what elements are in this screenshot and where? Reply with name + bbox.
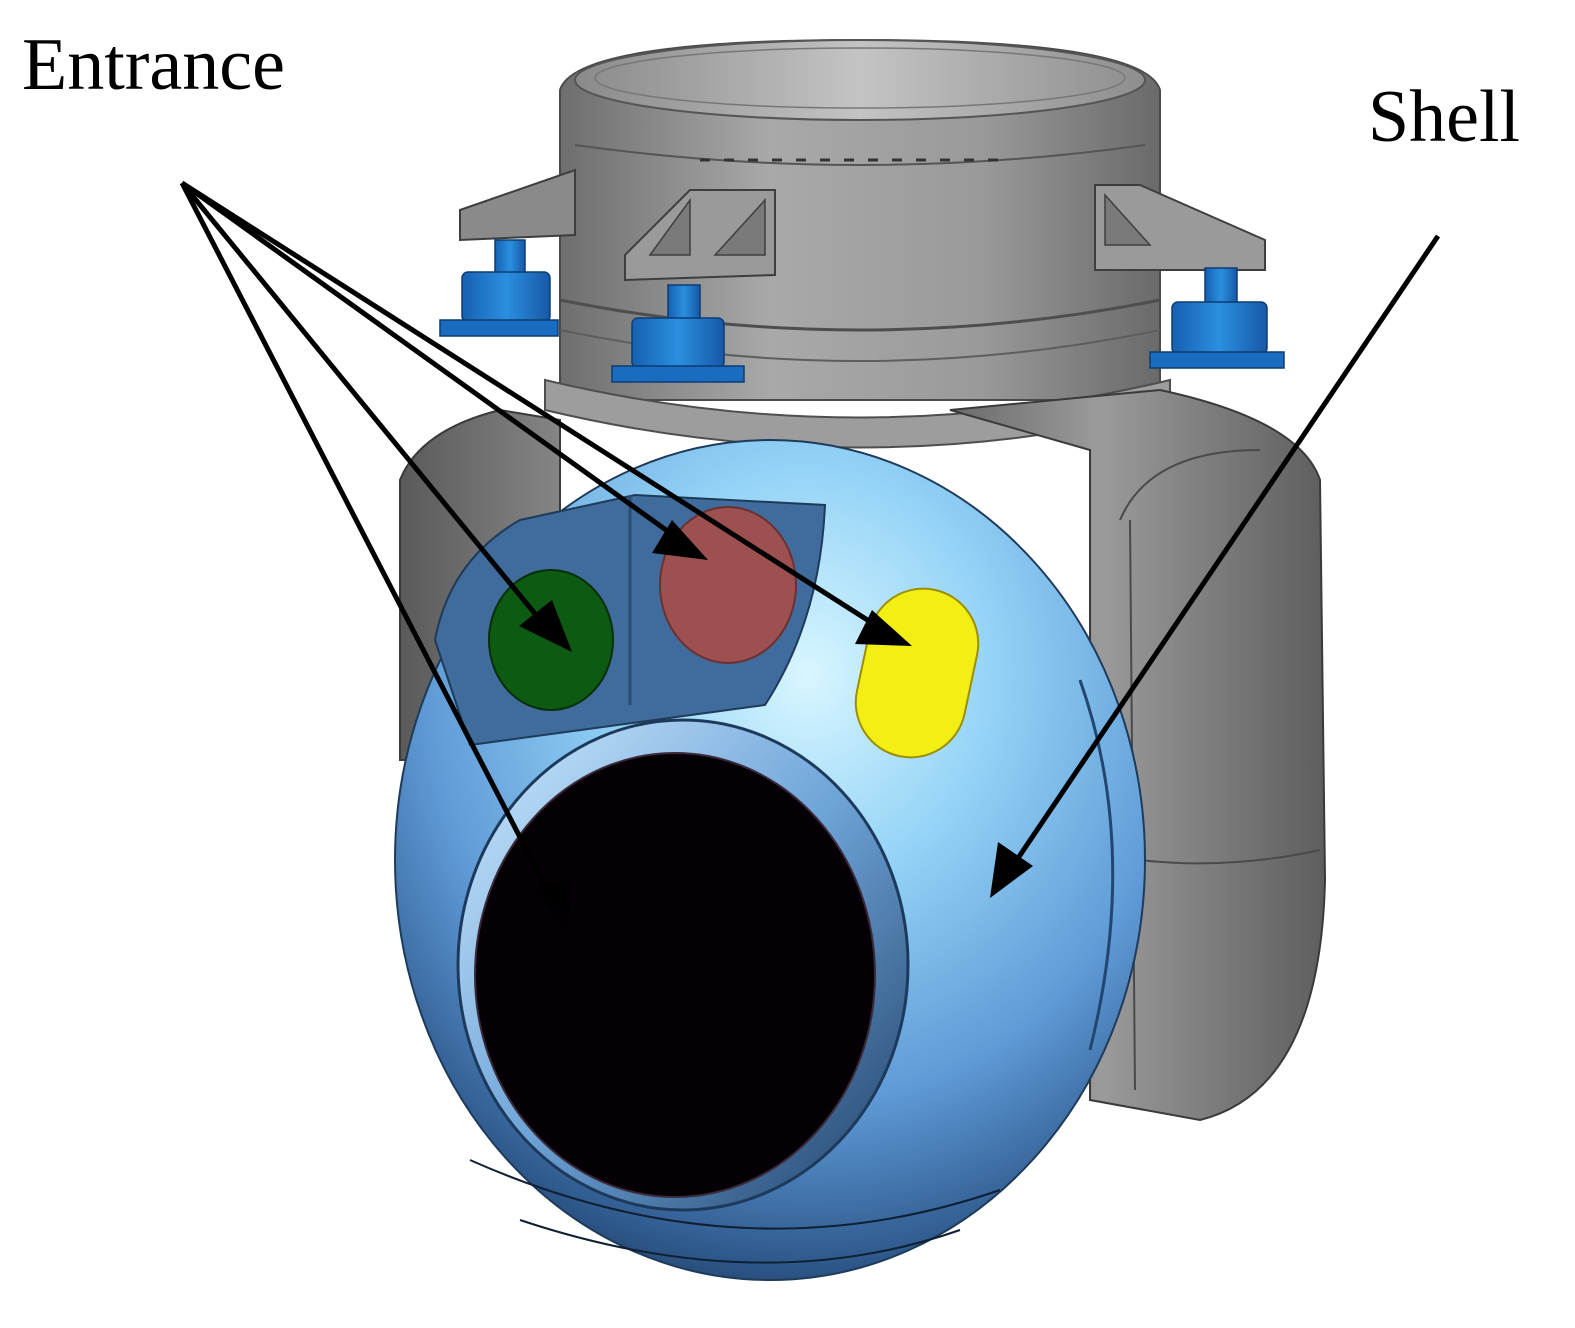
upper-housing — [544, 38, 1171, 449]
entrance-label: Entrance — [22, 24, 285, 106]
damper-right — [1149, 267, 1285, 369]
arrow-to-shell — [1007, 234, 1441, 872]
arrowhead-icon — [652, 520, 708, 560]
arrow-to-yellow — [180, 180, 882, 631]
arrowhead-icon — [990, 842, 1033, 898]
arrowhead-icon — [855, 610, 912, 646]
arrowhead-icon — [533, 878, 572, 930]
arrow-to-green — [180, 181, 547, 628]
mount-brackets — [459, 168, 1266, 282]
arrow-to-red — [180, 180, 682, 543]
vibration-dampers — [439, 239, 1285, 383]
damper-left — [439, 239, 559, 337]
damper-center — [611, 284, 745, 383]
arrowhead-icon — [519, 600, 572, 652]
window-main-aperture — [474, 752, 876, 1198]
entrance-arrows — [179, 180, 912, 930]
arrow-to-aperture — [179, 181, 558, 907]
shell-arrow — [990, 234, 1441, 898]
shell-label: Shell — [1368, 76, 1521, 158]
